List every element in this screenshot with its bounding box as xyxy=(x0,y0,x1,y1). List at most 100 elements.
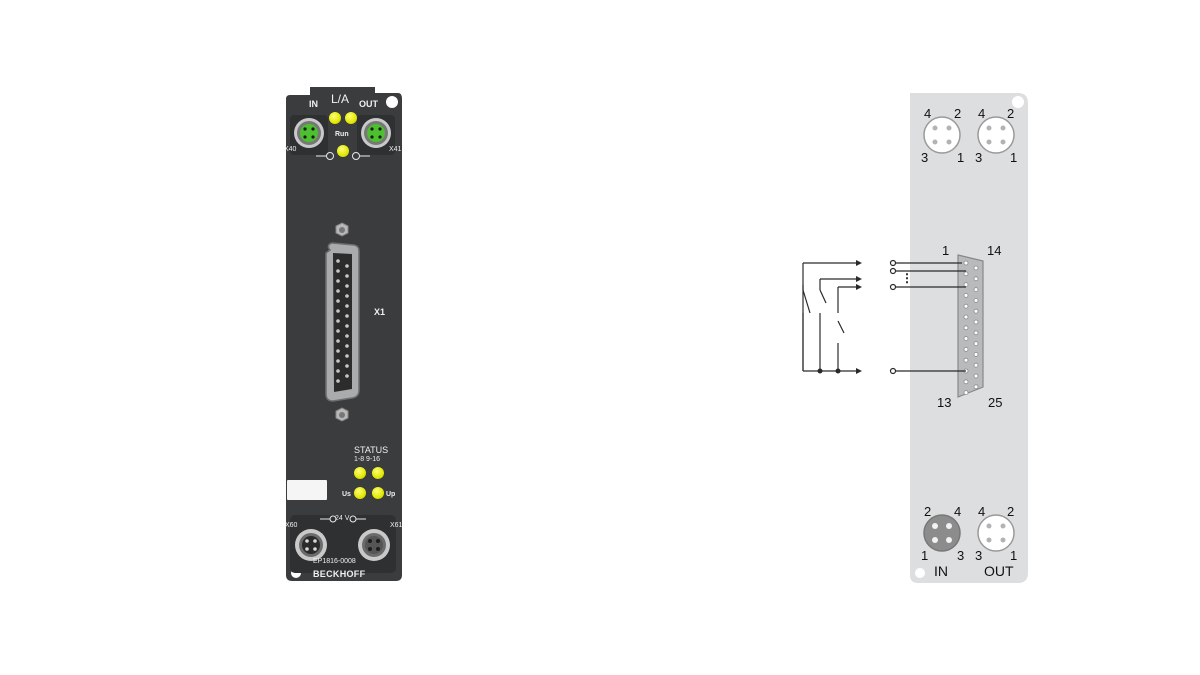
diagram-dsub-pin xyxy=(963,271,969,277)
ethercat-out-port xyxy=(361,118,391,148)
device-dsub-pin xyxy=(336,289,340,293)
diagram-graphic xyxy=(802,93,1028,583)
us-label: Us xyxy=(342,491,351,498)
device-dsub-pin xyxy=(345,324,349,328)
up-label: Up xyxy=(386,491,396,498)
marking-label-plate xyxy=(287,480,327,500)
wiring xyxy=(802,262,966,372)
up-led xyxy=(372,487,384,499)
dsub-pin13-label: 13 xyxy=(937,395,952,410)
diagram-dsub-pin xyxy=(973,319,979,325)
x1-label: X1 xyxy=(374,307,386,317)
run-led xyxy=(337,145,349,157)
model-number: EP1816-0008 xyxy=(313,558,356,565)
top-right-connector-symbol xyxy=(977,116,1015,154)
top-left-pin1: 1 xyxy=(957,150,965,165)
diagram-dsub-pin xyxy=(973,362,979,368)
diagram-dsub-pin xyxy=(973,351,979,357)
top-left-pin3: 3 xyxy=(921,150,929,165)
diagram-dsub-pin xyxy=(963,303,969,309)
bottom-right-pin3: 3 xyxy=(975,548,983,563)
status-led-1-8 xyxy=(354,467,366,479)
device-dsub-pin xyxy=(345,354,349,358)
in-connector-label: IN xyxy=(934,563,948,579)
connection-diagram: 4 2 3 1 4 2 3 1 1 14 13 25 ⋮ 2 4 1 3 4 2… xyxy=(790,85,1040,590)
device-dsub-pin xyxy=(336,379,340,383)
bottom-left-pin1: 1 xyxy=(921,548,929,563)
link-in-led xyxy=(329,112,341,124)
device-dsub-pin xyxy=(336,329,340,333)
power-out-port xyxy=(358,529,390,561)
diagram-dsub-pin xyxy=(963,379,969,385)
status-title: STATUS xyxy=(354,445,389,455)
out-label: OUT xyxy=(359,99,378,109)
device-dsub-pin xyxy=(336,269,340,273)
device-dsub-pin xyxy=(336,349,340,353)
x40-label: X40 xyxy=(284,146,297,153)
top-left-connector-symbol xyxy=(923,116,961,154)
diagram-dsub-pin xyxy=(973,265,979,271)
bottom-left-connector-symbol xyxy=(923,514,961,552)
dsub-pin14-label: 14 xyxy=(987,243,1002,258)
power-in-port xyxy=(295,529,327,561)
device-dsub-pin xyxy=(336,279,340,283)
link-activity-label: L/A xyxy=(331,92,350,106)
device-body-graphic xyxy=(286,87,402,581)
device-dsub-pin xyxy=(336,309,340,313)
ep1816-device: IN L/A OUT Run X40 X41 X1 STATUS 1-8 9-1… xyxy=(280,85,405,585)
status-range: 1-8 9-16 xyxy=(354,456,381,463)
x60-label: X60 xyxy=(285,522,298,529)
top-right-pin3: 3 xyxy=(975,150,983,165)
bottom-right-connector-symbol xyxy=(977,514,1015,552)
diagram-dsub-pin xyxy=(963,346,969,352)
device-dsub-pin xyxy=(345,294,349,298)
bottom-left-pin2: 2 xyxy=(924,504,932,519)
diagram-dsub-pin xyxy=(963,325,969,331)
diagram-dsub-pin xyxy=(963,314,969,320)
dsub-pin1-label: 1 xyxy=(942,243,950,258)
us-led xyxy=(354,487,366,499)
bottom-left-pin3: 3 xyxy=(957,548,965,563)
diagram-dsub-pin xyxy=(973,287,979,293)
diagram-dsub-pin xyxy=(963,282,969,288)
device-dsub-pin xyxy=(345,374,349,378)
diagram-dsub-pin xyxy=(973,341,979,347)
out-connector-label: OUT xyxy=(984,563,1014,579)
status-led-9-16 xyxy=(372,467,384,479)
x41-label: X41 xyxy=(389,146,402,153)
top-right-pin4: 4 xyxy=(978,106,986,121)
top-left-pin4: 4 xyxy=(924,106,932,121)
dsub-screw-top xyxy=(335,222,349,237)
bottom-left-pin4: 4 xyxy=(954,504,962,519)
device-dsub-pin xyxy=(336,369,340,373)
diagram-dsub-pin xyxy=(973,297,979,303)
device-dsub-pin xyxy=(345,304,349,308)
device-dsub-pin xyxy=(345,274,349,278)
diagram-dsub-pin xyxy=(973,330,979,336)
dsub25-connector-symbol xyxy=(957,254,984,398)
run-label: Run xyxy=(335,131,349,138)
ethercat-in-port xyxy=(294,118,324,148)
diagram-dsub-pin xyxy=(963,292,969,298)
diagram-dsub-pin xyxy=(973,384,979,390)
device-dsub-pin xyxy=(345,344,349,348)
voltage-label: 24 V xyxy=(335,515,350,522)
diagram-dsub-pin xyxy=(973,308,979,314)
bottom-right-pin4: 4 xyxy=(978,504,986,519)
device-dsub-pin xyxy=(336,359,340,363)
dsub-pin25-label: 25 xyxy=(988,395,1003,410)
device-dsub-pin xyxy=(336,299,340,303)
diagram-dsub-pin xyxy=(963,357,969,363)
device-dsub-pin xyxy=(345,264,349,268)
brand-logo: BECKHOFF xyxy=(313,569,366,579)
link-out-led xyxy=(345,112,357,124)
dsub-screw-bottom xyxy=(335,407,349,422)
bottom-right-pin2: 2 xyxy=(1007,504,1015,519)
x61-label: X61 xyxy=(390,522,403,529)
device-dsub-pin xyxy=(345,364,349,368)
top-right-pin2: 2 xyxy=(1007,106,1015,121)
bottom-right-pin1: 1 xyxy=(1010,548,1018,563)
more-inputs-ellipsis: ⋮ xyxy=(901,271,913,285)
diagram-dsub-pin xyxy=(963,336,969,342)
top-right-pin1: 1 xyxy=(1010,150,1018,165)
